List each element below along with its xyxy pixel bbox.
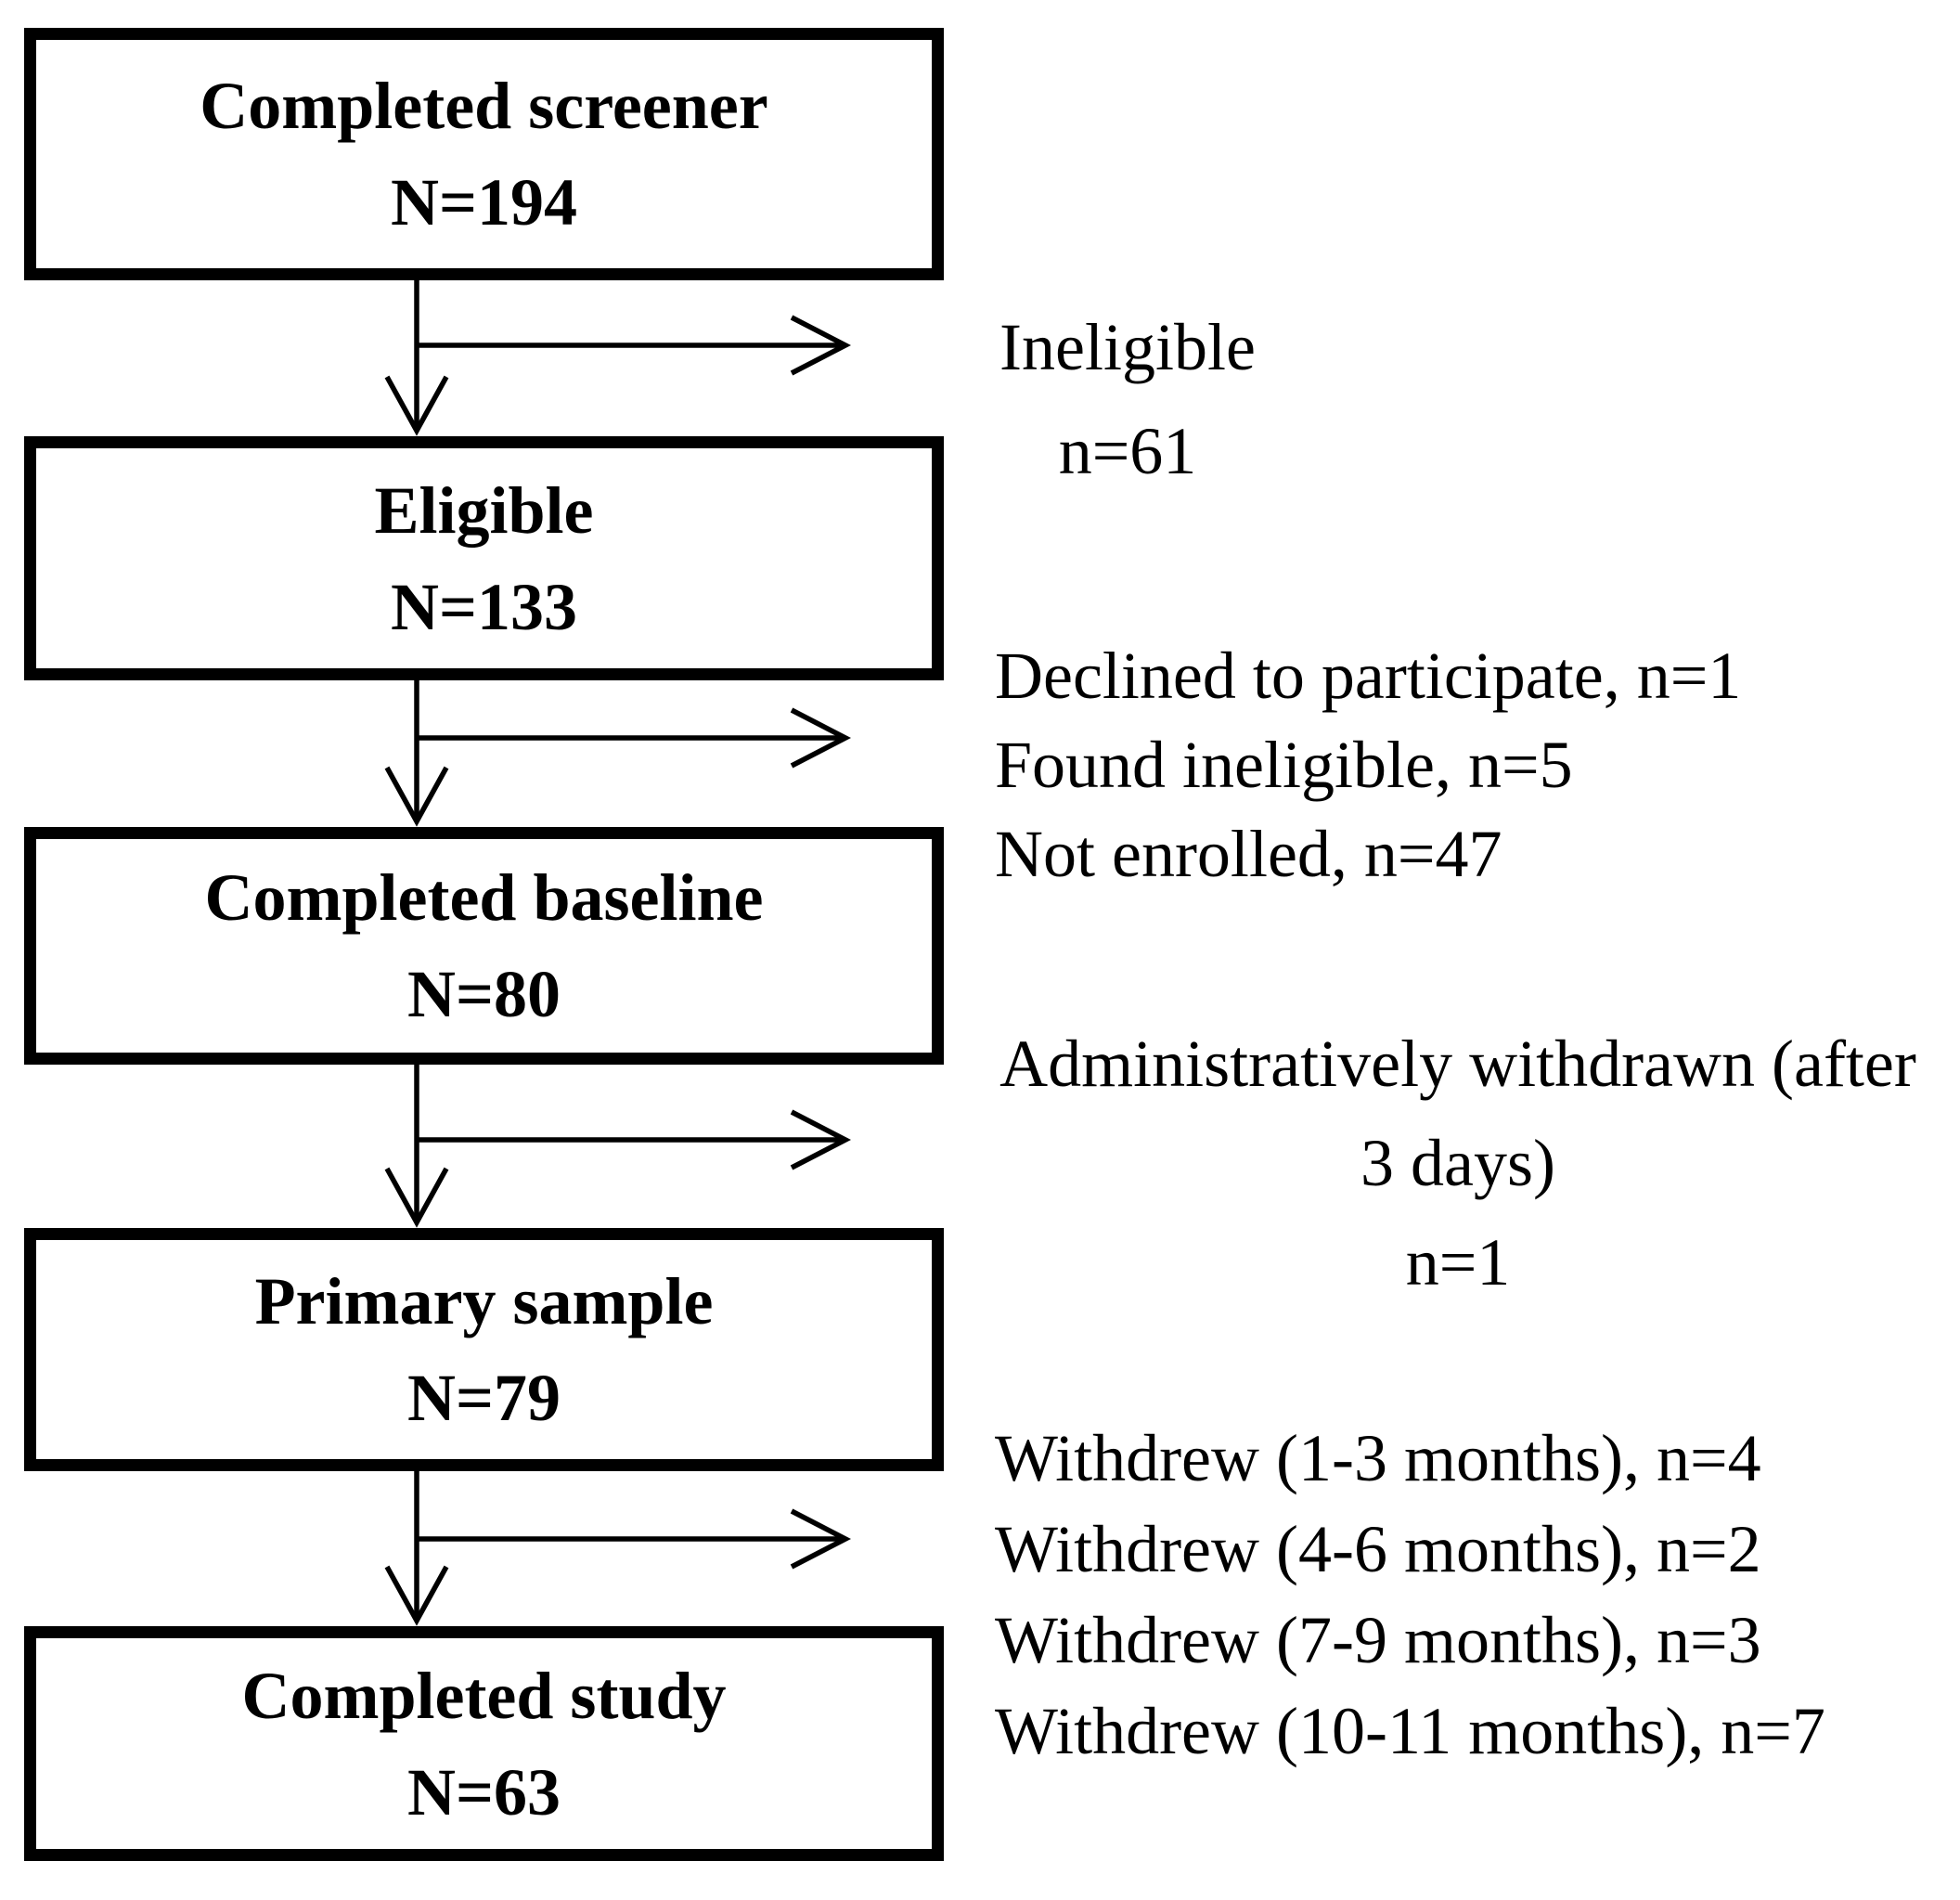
branch-arrow: [417, 1109, 851, 1170]
box-count: N=133: [390, 569, 578, 644]
note-admin-withdrawn: Administratively withdrawn (after 3 days…: [956, 1015, 1960, 1312]
note-line: Administratively withdrawn (after: [999, 1027, 1916, 1101]
box-count: N=80: [406, 957, 561, 1031]
down-arrow: [384, 280, 449, 436]
branch-arrow: [417, 1508, 851, 1570]
note-line: n=1: [1405, 1225, 1511, 1299]
note-ineligible: Ineligible n=61: [993, 295, 1262, 503]
note-line: Declined to participate, n=1: [995, 639, 1742, 713]
box-count: N=194: [390, 165, 578, 239]
note-line: Withdrew (4-6 months), n=2: [995, 1512, 1761, 1586]
flow-box-completed-screener: Completed screener N=194: [24, 28, 944, 280]
flow-box-eligible: Eligible N=133: [24, 436, 944, 680]
note-line: Withdrew (1-3 months), n=4: [995, 1421, 1761, 1495]
note-line: Not enrolled, n=47: [995, 817, 1502, 891]
box-label: Completed screener: [200, 69, 768, 143]
branch-arrow: [417, 707, 851, 769]
note-line: n=61: [1058, 414, 1197, 488]
box-label: Completed baseline: [204, 860, 764, 935]
box-label: Completed study: [241, 1658, 727, 1733]
note-line: 3 days): [1360, 1126, 1555, 1200]
flow-box-completed-study: Completed study N=63: [24, 1626, 944, 1861]
note-line: Withdrew (10-11 months), n=7: [995, 1694, 1825, 1768]
box-count: N=79: [406, 1361, 561, 1435]
branch-arrow: [417, 315, 851, 376]
box-label: Primary sample: [254, 1264, 714, 1338]
note-line: Withdrew (7-9 months), n=3: [995, 1603, 1761, 1677]
flow-box-completed-baseline: Completed baseline N=80: [24, 827, 944, 1065]
note-withdrew-group: Withdrew (1-3 months), n=4 Withdrew (4-6…: [995, 1413, 1960, 1777]
box-count: N=63: [406, 1754, 561, 1829]
down-arrow: [384, 680, 449, 827]
box-label: Eligible: [374, 472, 594, 548]
flow-box-primary-sample: Primary sample N=79: [24, 1228, 944, 1471]
down-arrow: [384, 1471, 449, 1626]
note-not-enrolled-group: Declined to participate, n=1 Found ineli…: [995, 631, 1960, 898]
note-line: Found ineligible, n=5: [995, 728, 1573, 802]
note-line: Ineligible: [999, 310, 1256, 384]
down-arrow: [384, 1065, 449, 1228]
